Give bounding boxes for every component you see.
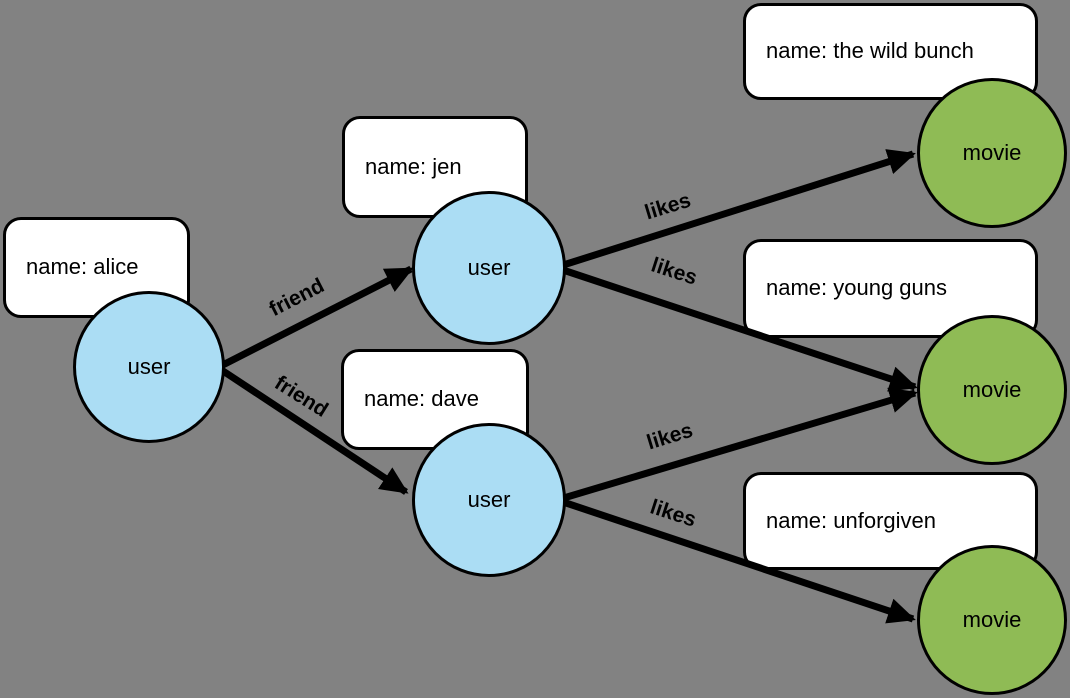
edge-alice-jen: [211, 265, 414, 374]
property-text-dave: name: dave: [364, 386, 479, 412]
node-user-jen: user: [412, 191, 566, 345]
property-text-jen: name: jen: [365, 153, 462, 179]
property-text-wild-bunch: name: the wild bunch: [766, 38, 974, 64]
node-label-alice: user: [127, 354, 171, 379]
edge-dave-unforgiven: [555, 496, 916, 624]
edge-alice-dave: [212, 362, 409, 495]
node-label-jen: user: [467, 255, 511, 280]
node-label-young-guns: movie: [962, 377, 1022, 402]
edge-jen-young-guns: [555, 264, 918, 392]
property-text-young-guns: name: young guns: [766, 275, 948, 301]
edge-dave-young-guns: [555, 387, 918, 504]
node-label-wild-bunch: movie: [962, 140, 1022, 165]
edge-jen-wild-bunch: [555, 149, 916, 271]
property-box-alice: name: alice: [3, 217, 190, 318]
node-movie-young-guns: movie: [917, 315, 1067, 465]
node-user-alice: user: [73, 291, 225, 443]
node-user-dave: user: [412, 423, 566, 577]
property-text-alice: name: alice: [26, 254, 139, 280]
node-movie-wild-bunch: movie: [917, 78, 1067, 228]
property-text-unforgiven: name: unforgiven: [766, 507, 936, 533]
node-label-dave: user: [467, 487, 511, 512]
node-movie-unforgiven: movie: [917, 545, 1067, 695]
node-label-unforgiven: movie: [962, 607, 1022, 632]
